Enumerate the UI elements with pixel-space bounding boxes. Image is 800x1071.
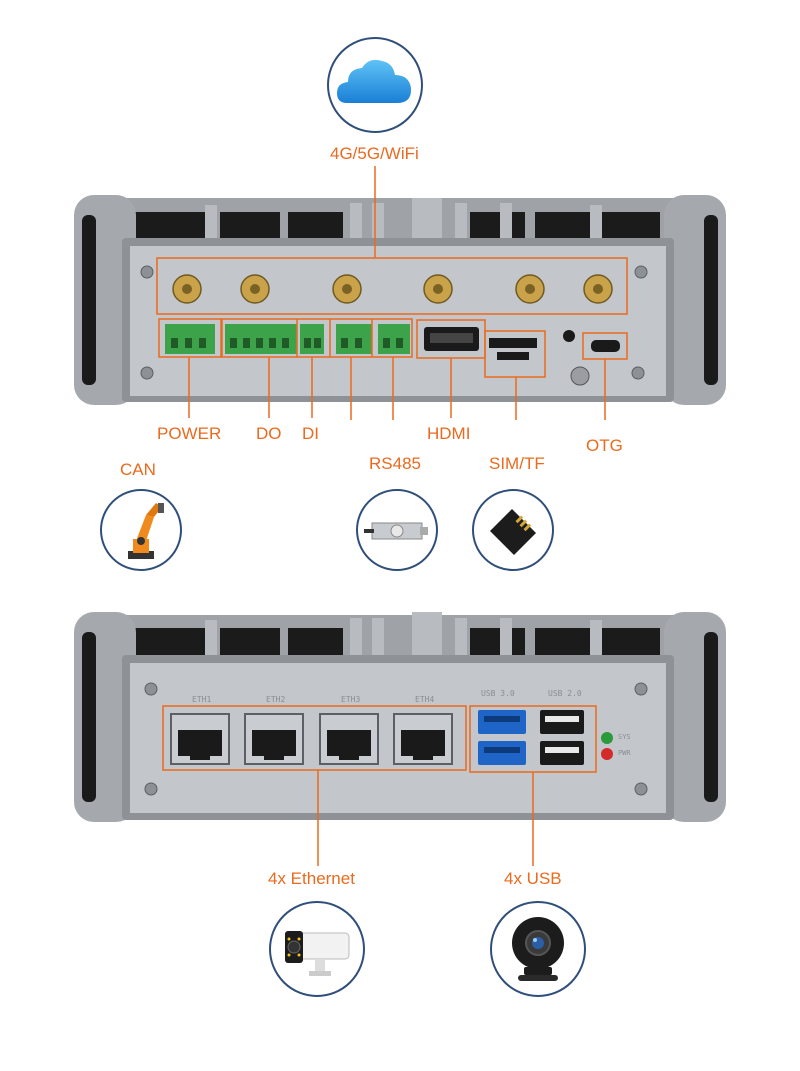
wireless-label: 4G/5G/WiFi bbox=[330, 144, 419, 163]
sys-mark: SYS bbox=[618, 733, 631, 741]
pwr-led bbox=[601, 748, 613, 760]
top-leader-lines bbox=[188, 166, 606, 420]
can-label: CAN bbox=[120, 460, 156, 479]
bullet-camera-badge bbox=[269, 901, 365, 997]
cloud-badge bbox=[327, 37, 423, 133]
sim-slot bbox=[489, 338, 537, 348]
power-label: POWER bbox=[157, 424, 222, 443]
sd-card-icon bbox=[490, 509, 536, 555]
eth3-mark: ETH3 bbox=[341, 695, 361, 704]
antenna-highlight bbox=[156, 257, 628, 315]
dome-camera-icon bbox=[512, 917, 564, 981]
top-device bbox=[74, 166, 726, 420]
load-cell-icon bbox=[364, 522, 428, 540]
usb3-mark: USB 3.0 bbox=[481, 689, 515, 698]
usb-label: 4x USB bbox=[504, 869, 562, 888]
otg-label: OTG bbox=[586, 436, 623, 455]
usb-ports bbox=[478, 710, 584, 765]
antenna-connectors bbox=[172, 274, 613, 304]
eth2-mark: ETH2 bbox=[266, 695, 286, 704]
hdmi-label: HDMI bbox=[427, 424, 471, 443]
robot-arm-badge bbox=[100, 489, 182, 571]
di-label: DI bbox=[302, 424, 319, 443]
do-label: DO bbox=[256, 424, 282, 443]
pwr-mark: PWR bbox=[618, 749, 631, 757]
load-cell-badge bbox=[356, 489, 438, 571]
cloud-icon bbox=[337, 59, 412, 103]
ethernet-label: 4x Ethernet bbox=[268, 869, 355, 888]
sys-led bbox=[601, 732, 613, 744]
usb2-mark: USB 2.0 bbox=[548, 689, 582, 698]
bullet-camera-icon bbox=[285, 931, 350, 976]
robot-arm-icon bbox=[128, 503, 164, 559]
tf-slot bbox=[497, 352, 529, 360]
eth4-mark: ETH4 bbox=[415, 695, 435, 704]
sd-card-badge bbox=[472, 489, 554, 571]
terminal-blocks bbox=[165, 324, 410, 354]
bottom-device bbox=[74, 612, 726, 866]
rs485-label: RS485 bbox=[369, 454, 421, 473]
ethernet-ports bbox=[170, 713, 453, 765]
dome-camera-badge bbox=[490, 901, 586, 997]
eth1-mark: ETH1 bbox=[192, 695, 212, 704]
sim-tf-label: SIM/TF bbox=[489, 454, 545, 473]
otg-port bbox=[591, 340, 620, 352]
bottom-leader-lines bbox=[317, 770, 534, 866]
